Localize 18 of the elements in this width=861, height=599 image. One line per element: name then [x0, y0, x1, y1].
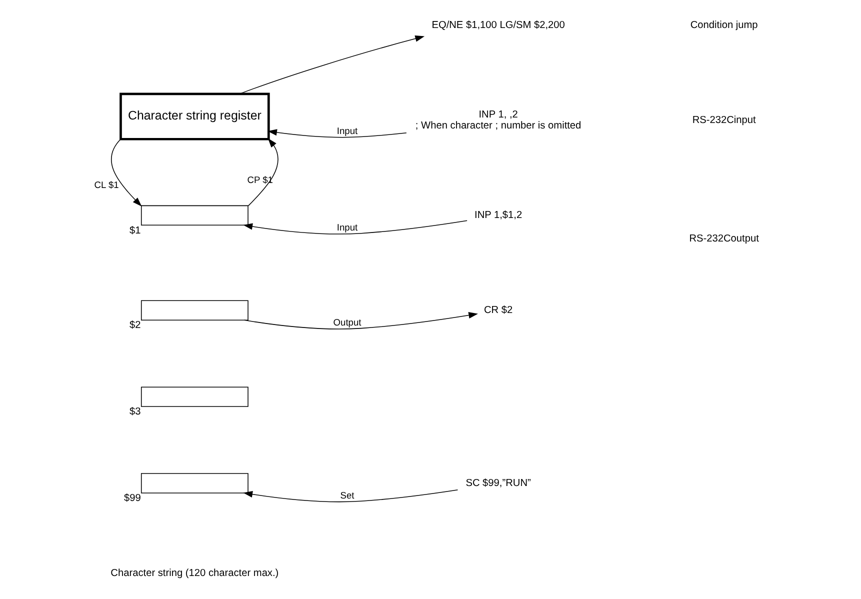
edge-label: Output	[333, 318, 362, 328]
label: RS-232Cinput	[692, 115, 756, 126]
node-text: SC $99,”RUN”	[466, 478, 531, 489]
node-label: $3	[130, 406, 141, 418]
node-label: $2	[130, 320, 141, 332]
label: RS-232Coutput	[689, 233, 759, 244]
node-text: INP 1,$1,2	[474, 210, 522, 222]
node-text: EQ/NE $1,100 LG/SM $2,200	[432, 20, 565, 32]
node-label: $1	[130, 225, 141, 236]
edge-label: Input	[336, 222, 358, 233]
edge-label: CL $1	[94, 180, 119, 190]
node-label: $99	[124, 493, 141, 504]
node-text: CR $2	[484, 305, 513, 316]
edge-label: Input	[336, 126, 358, 136]
edge-label: Set	[340, 490, 354, 500]
label: Character string (120 character max.)	[110, 568, 279, 580]
node-text: INP 1, ,2 ; When character ; number is omitted	[415, 110, 582, 132]
label: Condition jump	[690, 20, 758, 32]
